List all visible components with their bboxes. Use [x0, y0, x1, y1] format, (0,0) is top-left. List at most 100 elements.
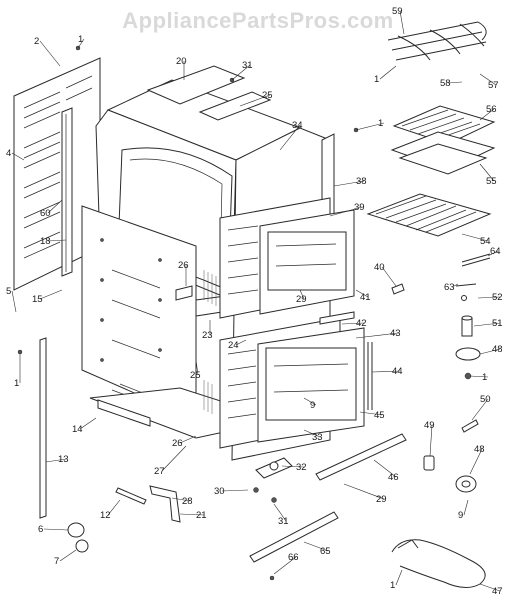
callout-layer: 1111112456799121314151820212324252526262… — [6, 6, 503, 597]
callout-label-13: 13 — [58, 454, 69, 465]
callout-label-2: 2 — [34, 36, 39, 47]
callout-label-23: 23 — [202, 330, 213, 341]
callout-leader-43 — [355, 332, 399, 339]
callout-leader-57 — [479, 73, 497, 86]
bake-element-47 — [391, 539, 486, 588]
callout-leader-39 — [329, 206, 363, 217]
callout-leader-63 — [451, 283, 459, 288]
callout-label-52: 52 — [492, 292, 503, 303]
callout-leader-66 — [273, 556, 297, 575]
callout-leader-6 — [43, 528, 69, 531]
vertical-strip-60 — [61, 107, 73, 277]
callout-leader-7 — [59, 549, 77, 562]
callout-label-29-2: 29 — [376, 494, 387, 505]
small-parts — [391, 253, 491, 301]
broiler-pan-55 — [390, 131, 496, 175]
lamp-socket-51 — [455, 315, 481, 380]
callout-leader-51 — [473, 322, 501, 327]
callout-leader-29-2 — [343, 483, 385, 500]
callout-leader-13 — [45, 458, 67, 463]
callout-label-66: 66 — [288, 552, 299, 563]
callout-label-12: 12 — [100, 510, 111, 521]
oven-rack-54 — [366, 193, 492, 237]
callout-label-57: 57 — [488, 80, 499, 91]
callout-label-31-2: 31 — [278, 516, 289, 527]
callout-leader-14 — [79, 417, 97, 430]
callout-label-1-4: 1 — [14, 378, 19, 389]
callout-label-9-2: 9 — [458, 510, 463, 521]
callout-label-33: 33 — [312, 432, 323, 443]
callout-label-54: 54 — [480, 236, 491, 247]
upper-oven-frame — [219, 197, 355, 319]
clip-50 — [461, 419, 479, 433]
callout-leader-27 — [161, 445, 187, 472]
callout-label-38: 38 — [356, 176, 367, 187]
callout-leader-29 — [299, 289, 305, 300]
callout-label-63: 63 — [444, 282, 455, 293]
callout-leader-40 — [381, 266, 397, 287]
lamp-lens-48 — [455, 475, 477, 493]
callout-label-24: 24 — [228, 340, 239, 351]
callout-label-18: 18 — [40, 236, 51, 247]
callout-leader-41 — [355, 289, 369, 298]
callout-leader-1-5 — [469, 375, 489, 378]
callout-label-48-2: 48 — [474, 444, 485, 455]
callout-leader-2 — [39, 40, 61, 67]
callout-leader-65 — [303, 541, 329, 552]
callout-leader-64 — [487, 250, 499, 257]
callout-leader-21 — [179, 513, 205, 516]
callout-label-29: 29 — [296, 294, 307, 305]
callout-label-26-2: 26 — [172, 438, 183, 449]
trim-strip-65 — [249, 511, 339, 563]
lamp-part-49 — [423, 455, 435, 471]
callout-label-25: 25 — [262, 90, 273, 101]
callout-label-9: 9 — [310, 400, 315, 411]
callout-leader-9 — [303, 397, 317, 406]
callout-label-1-3: 1 — [378, 118, 383, 129]
callout-label-1: 1 — [78, 34, 83, 45]
callout-label-27: 27 — [154, 466, 165, 477]
callout-leader-38 — [333, 180, 365, 187]
callout-leader-12 — [107, 499, 121, 516]
callout-leader-4 — [11, 152, 25, 161]
callout-label-14: 14 — [72, 424, 83, 435]
callout-leader-45 — [359, 411, 383, 416]
callout-label-60: 60 — [40, 208, 51, 219]
callout-label-5: 5 — [6, 286, 11, 297]
callout-leader-50 — [471, 398, 489, 421]
callout-leader-1-6 — [395, 569, 403, 586]
callout-leader-47 — [479, 583, 501, 592]
callout-label-45: 45 — [374, 410, 385, 421]
callout-leader-44 — [371, 370, 401, 373]
callout-label-43: 43 — [390, 328, 401, 339]
callout-label-50: 50 — [480, 394, 491, 405]
callout-leader-1-3 — [355, 122, 385, 131]
vertical-strip-13 — [39, 337, 47, 519]
callout-leader-26-2 — [179, 435, 197, 444]
callout-label-4: 4 — [6, 148, 11, 159]
callout-label-55: 55 — [486, 176, 497, 187]
callout-leader-48-2 — [469, 448, 483, 475]
callout-leader-58 — [447, 81, 463, 84]
callout-leader-18 — [47, 239, 67, 242]
callout-leader-28 — [171, 497, 191, 502]
trim-strip-46 — [315, 433, 407, 481]
callout-leader-49 — [429, 424, 433, 457]
callout-label-39: 39 — [354, 202, 365, 213]
callout-leader-48 — [479, 348, 501, 355]
callout-leader-54 — [461, 233, 489, 242]
callout-label-7: 7 — [54, 556, 59, 567]
watermark-text: AppliancePartsPros.com — [122, 8, 394, 33]
callout-label-47: 47 — [492, 586, 503, 597]
callout-leader-52 — [477, 296, 501, 299]
callout-leader-33 — [303, 429, 321, 438]
callout-label-59: 59 — [392, 6, 403, 17]
callout-label-1-5: 1 — [482, 372, 487, 383]
callout-label-28: 28 — [182, 496, 193, 507]
callout-label-25-2: 25 — [190, 370, 201, 381]
callout-leader-30 — [221, 489, 249, 492]
callout-label-49: 49 — [424, 420, 435, 431]
callout-label-26: 26 — [178, 260, 189, 271]
callout-leader-5 — [11, 290, 17, 313]
callout-leader-9-2 — [463, 499, 469, 516]
